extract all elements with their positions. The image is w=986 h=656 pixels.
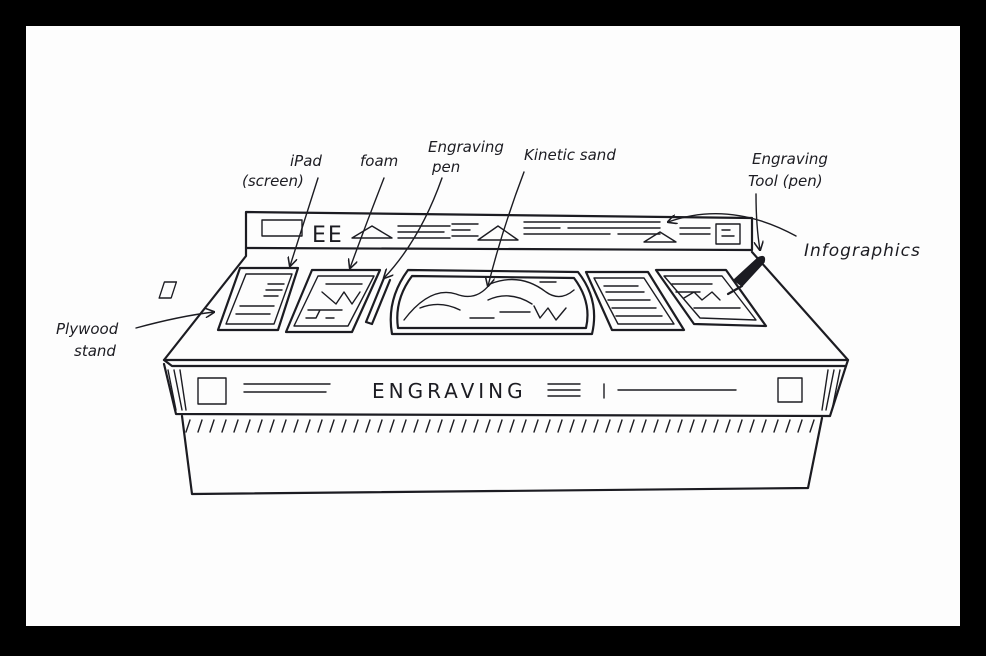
arrow-engraving-pen: [384, 178, 442, 278]
arrow-foam: [350, 178, 384, 268]
front-panel-box-right: [778, 378, 802, 402]
label-ipad-screen: (screen): [242, 172, 304, 190]
arrow-ipad: [290, 178, 318, 266]
front-panel-box-left: [198, 378, 226, 404]
front-panel-title: ENGRAVING: [372, 379, 527, 403]
header-text: EE: [312, 223, 344, 248]
engraving-tool-pen-right: [728, 257, 764, 294]
label-foam: foam: [360, 152, 398, 170]
label-kinetic-sand: Kinetic sand: [524, 146, 616, 164]
plywood-stand-base: [182, 416, 822, 494]
label-engraving-pen-1: Engraving: [428, 138, 504, 156]
label-stand: stand: [74, 342, 116, 360]
label-ipad: iPad: [290, 152, 322, 170]
arrow-plywood-stand: [136, 312, 214, 328]
label-engraving-tool-2: Tool (pen): [748, 172, 823, 190]
label-engraving-pen-2: pen: [431, 158, 460, 176]
arrow-engraving-tool: [756, 194, 760, 250]
kinetic-sand-tray: [391, 270, 594, 334]
infographic-panel-right-1: [586, 272, 684, 330]
label-plywood: Plywood: [56, 320, 119, 338]
label-infographics: Infographics: [804, 241, 921, 261]
label-engraving-tool-1: Engraving: [752, 150, 828, 168]
front-panel: ENGRAVING: [164, 364, 846, 416]
header-box-right: [716, 224, 740, 244]
header-box-left: [262, 220, 302, 236]
